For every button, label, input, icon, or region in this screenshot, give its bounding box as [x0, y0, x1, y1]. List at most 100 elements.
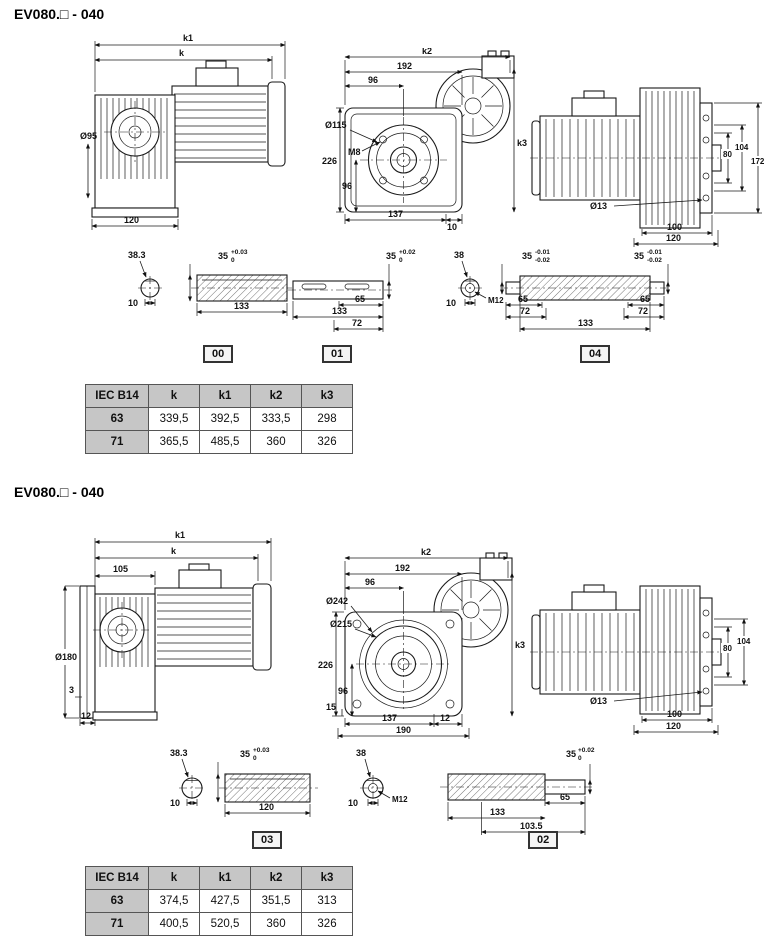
drawing-s1-output-side-view: 80 104 172 Ø13 100 120	[530, 87, 768, 247]
dimension-lines	[613, 618, 754, 735]
shaft-cross-section	[360, 758, 391, 806]
dim-label-133: 133	[490, 807, 505, 817]
motor-body	[154, 563, 272, 671]
dimension-lines	[447, 764, 593, 835]
col-header: k	[148, 866, 200, 890]
dim-label-80: 80	[723, 644, 732, 653]
col-header: k2	[250, 384, 302, 408]
dim-label-72: 72	[352, 318, 362, 328]
tolerance-upper-right: -0.01	[647, 249, 662, 256]
dim-label-72-right: 72	[638, 306, 648, 316]
dim-label-120: 120	[124, 215, 139, 225]
dim-label-m8: M8	[348, 147, 361, 157]
tolerance-upper: +0.03	[253, 747, 270, 754]
table-cell: 374,5	[148, 889, 200, 913]
dim-label-133: 133	[578, 318, 593, 328]
section1-title: EV080.□ - 040	[14, 6, 105, 22]
table-cell: 298	[301, 407, 353, 431]
dim-label-35: 35	[566, 749, 576, 759]
dim-label-15: 15	[326, 702, 336, 712]
dim-label-80: 80	[723, 150, 732, 159]
tolerance-upper-left: -0.01	[535, 249, 550, 256]
dimension-lines	[85, 41, 286, 230]
dim-label-120: 120	[259, 802, 274, 812]
shaft-section	[215, 762, 318, 817]
dim-label-120: 120	[666, 721, 681, 731]
drawing-s2-shaft-02: 38 10 M12 35 +0.02 0 65 133 103.5	[348, 747, 595, 835]
dim-label-137: 137	[382, 713, 397, 723]
dim-label-k2: k2	[421, 548, 431, 557]
dim-label-10: 10	[447, 222, 457, 232]
dim-label-100: 100	[667, 709, 682, 719]
gearbox-flange-front	[344, 611, 463, 717]
dim-label-k1: k1	[183, 33, 193, 43]
dim-label-105: 105	[113, 564, 128, 574]
table-cell: 326	[301, 912, 353, 936]
col-header: IEC B14	[85, 866, 149, 890]
dim-label-137: 137	[388, 209, 403, 219]
dim-label-96-top: 96	[365, 577, 375, 587]
tolerance-lower-left: -0.02	[535, 257, 550, 264]
gearbox-housing-front	[344, 107, 463, 213]
dim-label-k: k	[171, 546, 177, 556]
gearbox-body	[530, 585, 726, 715]
shaft-variant-tag-01: 01	[322, 345, 353, 363]
table-cell: 326	[301, 430, 353, 454]
dim-label-12: 12	[81, 711, 91, 721]
dim-label-96-left: 96	[338, 686, 348, 696]
dim-label-d95: Ø95	[80, 131, 97, 141]
col-header: k1	[199, 384, 251, 408]
tolerance-lower-right: -0.02	[647, 257, 662, 264]
dim-label-65-left: 65	[518, 294, 528, 304]
tolerance-upper: +0.02	[399, 249, 416, 256]
dim-label-65: 65	[560, 792, 570, 802]
tolerance-upper: +0.03	[231, 249, 248, 256]
dim-label-172: 172	[751, 157, 765, 166]
dim-label-35: 35	[218, 251, 228, 261]
shaft-variant-tag-00: 00	[203, 345, 234, 363]
dim-label-35-left: 35	[522, 251, 532, 261]
table-header-row: IEC B14 k k1 k2 k3	[85, 384, 353, 408]
table-cell: 485,5	[199, 430, 251, 454]
dim-label-226: 226	[318, 660, 333, 670]
table-cell: 392,5	[199, 407, 251, 431]
tolerance-upper: +0.02	[578, 747, 595, 754]
shaft-variant-tag-02: 02	[528, 831, 559, 849]
shaft-variant-tag-04: 04	[580, 345, 611, 363]
dim-label-190: 190	[396, 725, 411, 735]
dim-label-k2: k2	[422, 48, 432, 56]
tolerance-lower: 0	[253, 755, 257, 762]
tolerance-lower: 0	[399, 257, 403, 264]
dim-label-192: 192	[395, 563, 410, 573]
table-cell: 333,5	[250, 407, 302, 431]
dimension-lines	[499, 264, 670, 332]
shaft-cross-section	[458, 260, 487, 306]
dim-label-38-3: 38.3	[170, 748, 188, 758]
gearbox-body	[79, 585, 158, 721]
table-cell: 71	[85, 430, 149, 454]
section2-title: EV080.□ - 040	[14, 484, 105, 500]
drawing-s2-shaft-03: 38.3 10 35 +0.03 0 120	[170, 747, 318, 817]
motor-body	[531, 90, 641, 201]
tolerance-lower: 0	[578, 755, 582, 762]
table-cell: 63	[85, 407, 149, 431]
dim-label-72-left: 72	[520, 306, 530, 316]
dim-label-38: 38	[454, 250, 464, 260]
dim-label-192: 192	[397, 61, 412, 71]
table-cell: 360	[250, 912, 302, 936]
table-header-row: IEC B14 k k1 k2 k3	[85, 866, 353, 890]
dim-label-35: 35	[386, 251, 396, 261]
dim-label-d13: Ø13	[590, 696, 607, 706]
table-cell: 63	[85, 889, 149, 913]
dim-label-k3: k3	[515, 640, 525, 650]
dim-label-103-5: 103.5	[520, 821, 543, 831]
dim-label-d215: Ø215	[330, 619, 352, 629]
table-cell: 351,5	[250, 889, 302, 913]
dim-label-d13: Ø13	[590, 201, 607, 211]
dim-label-226: 226	[322, 156, 337, 166]
dim-label-k: k	[179, 48, 185, 58]
dim-label-120: 120	[666, 233, 681, 243]
drawing-s2-front-view: k2 192 96 Ø242 Ø215 226 96 15 137 12 190…	[318, 548, 525, 739]
tolerance-lower: 0	[231, 257, 235, 264]
dimension-lines	[292, 264, 392, 332]
